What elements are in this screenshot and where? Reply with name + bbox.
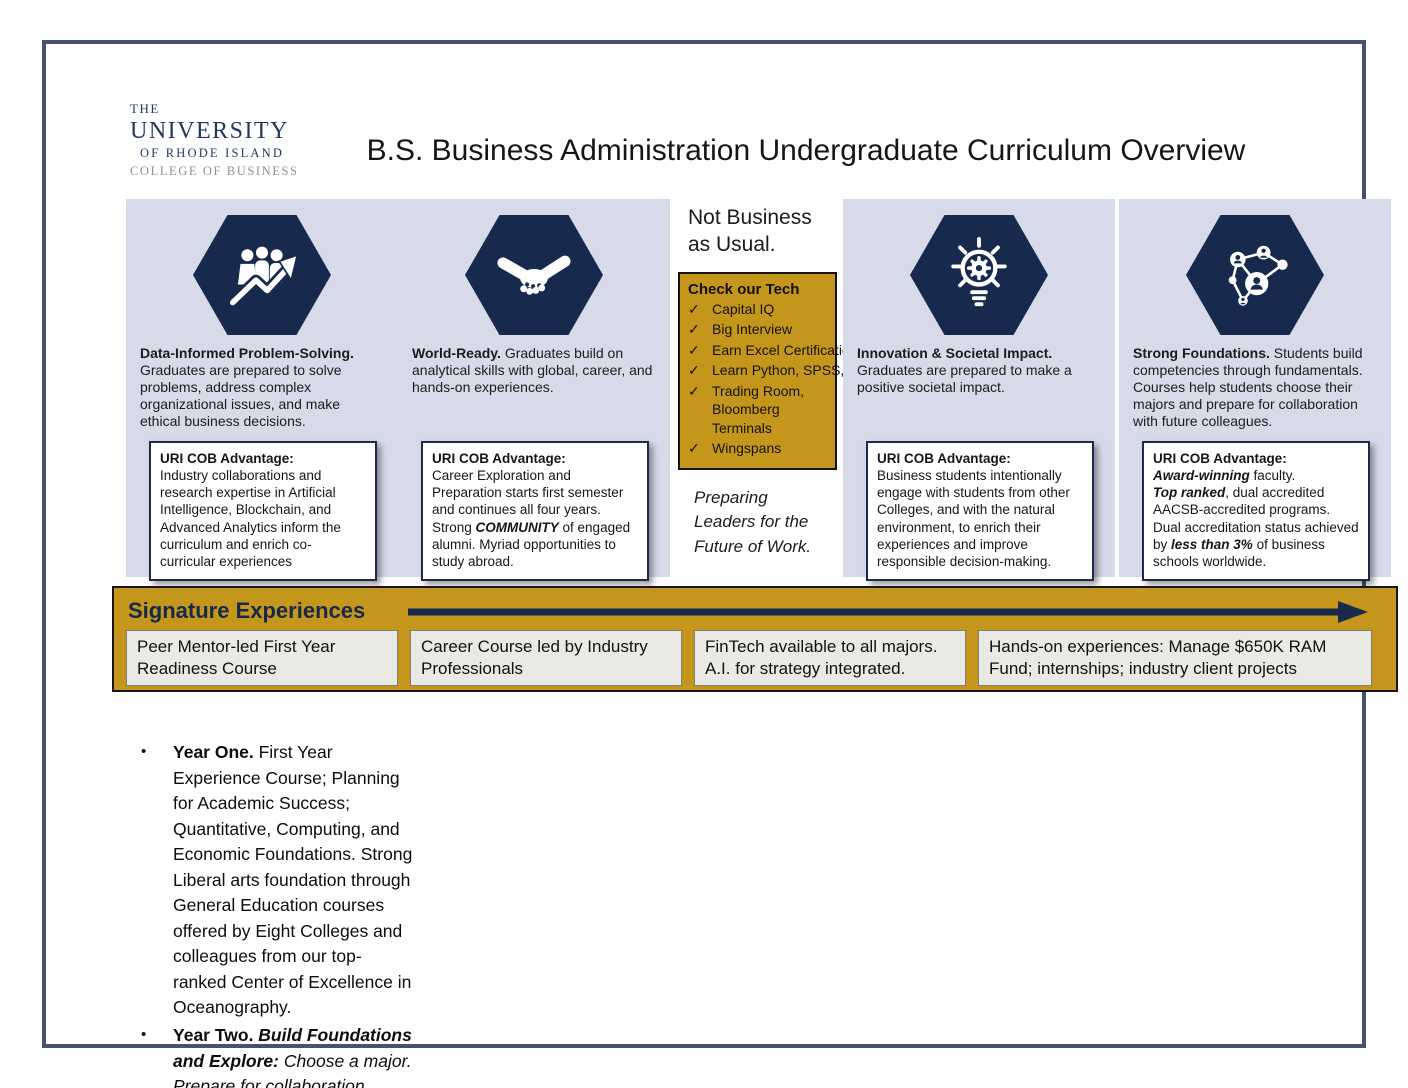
item-text: Learn Python, SPSS, and R	[712, 362, 886, 379]
not-business-headline: Not Business as Usual.	[688, 206, 812, 256]
pillar-data-informed: Data-Informed Problem-Solving. Graduates…	[126, 199, 398, 581]
pillar-description: Data-Informed Problem-Solving. Graduates…	[140, 345, 354, 430]
advantage-box: URI COB Advantage:Business students inte…	[866, 441, 1094, 581]
checkmark-icon: ✓	[688, 440, 700, 457]
item-text: Wingspans	[712, 440, 782, 457]
item-text: Capital IQ	[712, 300, 775, 317]
item-text: Hands-on experiences: Manage $650K RAM F…	[989, 636, 1327, 678]
people-trend-icon	[227, 246, 299, 309]
page-border-frame: THE UNIVERSITY OF RHODE ISLAND COLLEGE O…	[42, 40, 1398, 1088]
bullet-icon: •	[141, 1026, 147, 1044]
checkmark-icon: ✓	[688, 321, 700, 338]
page-title: B.S. Business Administration Undergradua…	[366, 134, 1246, 167]
hexagon-badge	[193, 215, 331, 335]
tech-checklist-item: ✓ Earn Excel Certifications,	[688, 341, 960, 359]
tech-checklist-item: ✓ Trading Room, Bloomberg Terminals	[688, 382, 829, 437]
signature-experiences-bar: Signature Experiences Peer Mentor-led Fi…	[112, 586, 1398, 692]
pillar-description: Innovation & Societal Impact. Graduates …	[857, 345, 1072, 396]
logo-line-college-of-business: COLLEGE OF BUSINESS	[130, 164, 299, 179]
logo-line-of-rhode-island: OF RHODE ISLAND	[140, 145, 285, 160]
handshake-icon	[497, 255, 571, 295]
item-text: FinTech available to all majors. A.I. fo…	[705, 636, 938, 678]
tech-checklist: ✓ Capital IQ ✓ Big Interview ✓ Earn Excel Cer…	[688, 300, 886, 458]
checkmark-icon: ✓	[688, 300, 700, 317]
signature-experiences-title: Signature Experiences	[128, 598, 366, 623]
future-of-work-quote: Preparing Leaders for the Future of Work…	[694, 487, 812, 556]
not-business-column: Not Business as Usual. Check our Tech ✓C…	[671, 199, 886, 559]
network-people-icon	[1228, 245, 1288, 306]
year-bullet: • Year One. First Year Experience Course;…	[141, 740, 413, 1021]
checkmark-icon: ✓	[688, 382, 700, 399]
logo-line-the: THE	[130, 101, 160, 116]
hexagon-badge	[465, 215, 603, 335]
lightbulb-gear-icon	[951, 236, 1007, 307]
item-text: Big Interview	[712, 321, 793, 338]
signature-item: Peer Mentor-led First Year Readiness Cou…	[126, 630, 398, 686]
advantage-box: URI COB Advantage:Career Exploration and…	[421, 441, 649, 581]
pillar-description: World-Ready. Graduates build on analytic…	[412, 345, 653, 396]
logo-line-university: UNIVERSITY	[130, 118, 289, 145]
advantage-box: URI COB Advantage:Industry collaboration…	[149, 441, 377, 581]
bullet-icon: •	[141, 743, 147, 760]
hexagon-badge	[910, 215, 1048, 335]
hexagon-badge	[1186, 215, 1324, 335]
item-text: Earn Excel Certifications,	[712, 341, 869, 358]
item-text: Year Two. Build Foundations and Explore:…	[173, 1025, 412, 1088]
advantage-box: URI COB Advantage:Award-winning faculty.…	[1142, 441, 1370, 581]
item-text: Peer Mentor-led First Year Readiness Cou…	[137, 636, 336, 678]
checkmark-icon: ✓	[688, 362, 700, 379]
tech-checklist-item: ✓ Capital IQ	[688, 300, 960, 318]
tech-checklist-item: ✓ Learn Python, SPSS, and R	[688, 361, 1082, 379]
pillar-innovation-impact: Innovation & Societal Impact. Graduates …	[843, 199, 1115, 581]
year-by-year-list: • Year One. First Year Experience Course;…	[141, 740, 1389, 1088]
signature-item: Career Course led by Industry Profession…	[410, 630, 682, 686]
pillar-strong-foundations: Strong Foundations. Students build compe…	[1119, 199, 1391, 581]
tech-checklist-item: ✓ Wingspans	[688, 439, 829, 457]
item-text: Career Course led by Industry Profession…	[421, 636, 648, 678]
right-arrow-icon	[408, 601, 1368, 623]
checkmark-icon: ✓	[688, 341, 700, 358]
year-bullet: • Year Two. Build Foundations and Explore…	[141, 1023, 413, 1088]
pillar-world-ready: World-Ready. Graduates build on analytic…	[398, 199, 670, 581]
item-text: Trading Room, Bloomberg Terminals	[712, 382, 805, 436]
signature-item: Hands-on experiences: Manage $650K RAM F…	[978, 630, 1372, 686]
tech-checklist-item: ✓ Big Interview	[688, 320, 960, 338]
signature-items-row: Peer Mentor-led First Year Readiness Cou…	[126, 630, 1372, 686]
signature-item: FinTech available to all majors. A.I. fo…	[694, 630, 966, 686]
pillar-description: Strong Foundations. Students build compe…	[1133, 345, 1363, 430]
university-logo: THE UNIVERSITY OF RHODE ISLAND COLLEGE O…	[130, 101, 320, 179]
check-our-tech-box: Check our Tech ✓ Capital IQ ✓ Big Interview…	[678, 271, 886, 470]
item-text: Year One. First Year Experience Course; …	[173, 742, 413, 1018]
tech-box-title: Check our Tech	[688, 280, 800, 298]
